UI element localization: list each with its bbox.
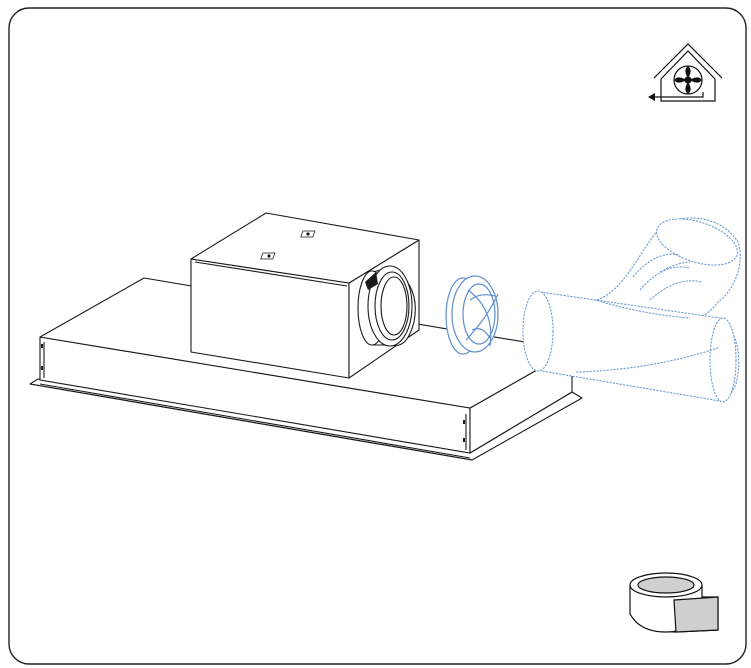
hood-fasteners xyxy=(41,344,465,442)
blower-box-screw-centers xyxy=(267,232,310,258)
aluminium-tape-roll-icon xyxy=(629,572,719,633)
backdraft-damper xyxy=(445,275,499,355)
house-with-fan-recirculation-icon xyxy=(650,43,723,102)
duct-elbow xyxy=(596,217,741,329)
diagram-frame xyxy=(8,7,747,665)
straight-duct xyxy=(522,290,740,403)
outlet-collar xyxy=(357,265,416,347)
collar-lock xyxy=(365,272,378,290)
arrow-head-icon xyxy=(648,93,655,101)
